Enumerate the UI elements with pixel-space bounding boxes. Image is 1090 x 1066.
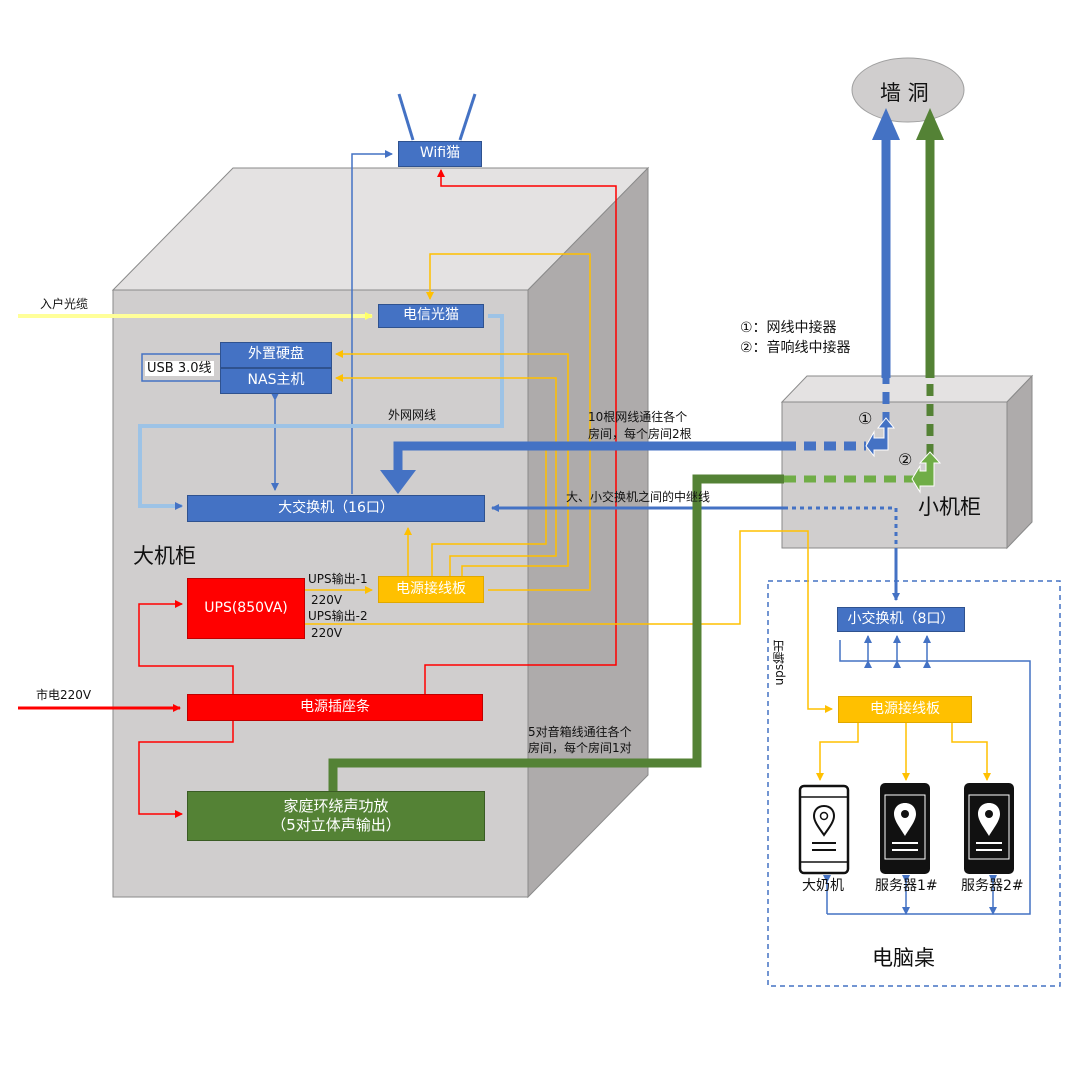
wifi-modem[interactable]: Wifi猫 [398, 141, 482, 167]
lan-links [271, 150, 1031, 915]
nas-host[interactable]: NAS主机 [220, 368, 332, 394]
phone-icon [964, 783, 1014, 874]
room-network-label-2: 房间，每个房间2根 [588, 427, 692, 441]
ups-out1-label: UPS输出-1 [308, 572, 368, 586]
ups-out2-voltage: 220V [311, 626, 343, 640]
external-disk[interactable]: 外置硬盘 [220, 342, 332, 368]
wan-cable [138, 314, 504, 510]
trunk-label: 大、小交换机之间的中继线 [566, 490, 711, 504]
wan-cable-label: 外网网线 [388, 408, 437, 422]
small-switch[interactable]: 小交换机（8口） [837, 607, 965, 632]
big-cabinet-label: 大机柜 [133, 544, 196, 568]
legend-item-1: ①：网线中接器 [740, 320, 837, 336]
device-label: 服务器1# [875, 878, 938, 894]
room-network-label-1: 10根网线通往各个 [588, 410, 688, 424]
mains-label: 市电220V [36, 688, 92, 702]
desk-label: 电脑桌 [872, 946, 935, 970]
usb-label: USB 3.0线 [145, 361, 214, 376]
speaker-cable [328, 108, 944, 791]
device-label: 大奶机 [802, 878, 844, 894]
ups-out1-voltage: 220V [311, 593, 343, 607]
power-board-desk[interactable]: 电源接线板 [838, 696, 972, 723]
ups-output-vertical-label: ups输出 [772, 640, 786, 686]
ups[interactable]: UPS(850VA) [187, 578, 305, 639]
legend-item-2: ②：音响线中接器 [740, 340, 851, 356]
fiber-in-label: 入户光缆 [40, 297, 89, 311]
room-network-cable [380, 108, 900, 494]
phone-icon [880, 783, 930, 874]
small-cabinet [780, 374, 1034, 550]
network-connector-icon [865, 417, 896, 458]
wall-hole-label: 墙 洞 [880, 81, 929, 105]
amplifier[interactable]: 家庭环绕声功放 （5对立体声输出） [187, 791, 485, 841]
usb-link [141, 353, 220, 382]
power-red-lines [138, 169, 617, 818]
phone-icon [798, 784, 850, 875]
wifi-antenna-icon [397, 93, 477, 141]
power-yellow-lines [305, 253, 991, 781]
amplifier-subtitle: （5对立体声输出） [271, 816, 401, 834]
network-connector-marker: ① [858, 409, 873, 428]
audio-connector-marker: ② [898, 450, 913, 469]
speaker-label-2: 房间，每个房间1对 [528, 741, 632, 755]
ups-out2-label: UPS输出-2 [308, 609, 368, 623]
desk-area [767, 580, 1061, 987]
small-cabinet-label: 小机柜 [918, 495, 981, 519]
wall-hole [851, 57, 965, 123]
audio-connector-icon [911, 451, 942, 494]
amplifier-title: 家庭环绕声功放 [283, 797, 389, 816]
power-strip[interactable]: 电源插座条 [187, 694, 483, 721]
big-switch[interactable]: 大交换机（16口） [187, 495, 485, 522]
power-board-big[interactable]: 电源接线板 [378, 576, 484, 603]
trunk-line [491, 504, 900, 601]
device-label: 服务器2# [961, 878, 1024, 894]
optical-modem[interactable]: 电信光猫 [378, 304, 484, 328]
speaker-label-1: 5对音箱线通往各个 [528, 725, 632, 739]
